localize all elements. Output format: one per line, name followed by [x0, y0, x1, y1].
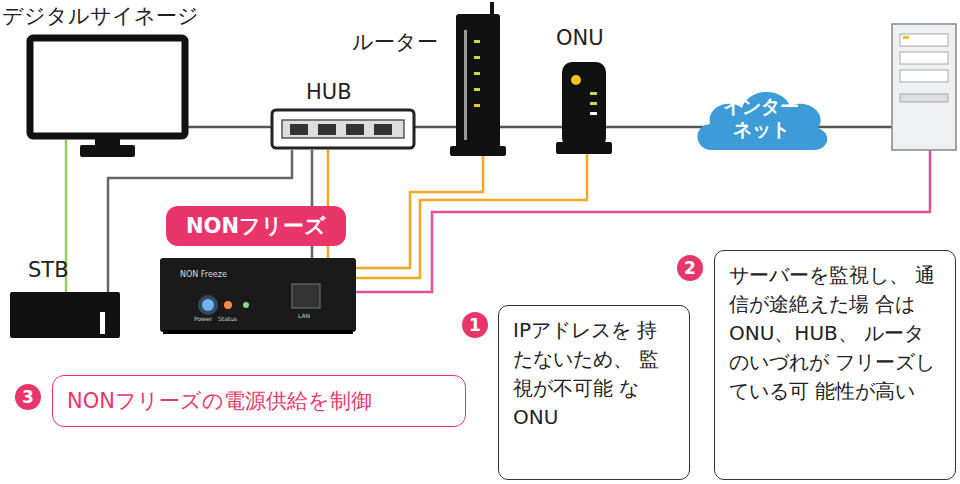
- device-label: STB: [28, 258, 69, 282]
- server-icon: [892, 24, 956, 150]
- device-label: ルーター: [352, 28, 438, 56]
- callout-number: 3: [22, 387, 34, 407]
- node-text: インターネット: [719, 95, 803, 141]
- node-text: IPアドレスを 持たないため、 監視が不可能 なONU: [513, 316, 675, 432]
- nonfreeze-device: [160, 258, 356, 334]
- callout-number: 1: [462, 312, 488, 338]
- onu-icon: [556, 62, 612, 154]
- device-print: LAN: [298, 312, 310, 319]
- node-text: サーバーを監視し、 通信が途絶えた場 合はONU、HUB、 ルータのいづれが フ…: [729, 261, 941, 406]
- device-label: デジタルサイネージ: [2, 2, 199, 30]
- power-cable: [355, 150, 587, 278]
- callout-number: 3: [15, 384, 41, 410]
- callout-box: IPアドレスを 持たないため、 監視が不可能 なONU: [498, 305, 690, 480]
- node-text: NONフリーズの電源供給を制御: [67, 387, 372, 415]
- device-print: Status: [218, 315, 237, 322]
- stb-icon: [10, 292, 120, 338]
- callout-number: 1: [469, 315, 481, 335]
- product-label: NONフリーズ: [166, 206, 346, 246]
- device-print: Power: [194, 315, 212, 322]
- callout-box: NONフリーズの電源供給を制御: [52, 375, 466, 427]
- monitor-icon: [30, 38, 185, 157]
- cloud-node: インターネット: [690, 84, 832, 152]
- device-label: HUB: [306, 80, 352, 104]
- node-text: NONフリーズ: [186, 212, 326, 240]
- callout-box: サーバーを監視し、 通信が途絶えた場 合はONU、HUB、 ルータのいづれが フ…: [714, 250, 956, 480]
- callout-number: 2: [677, 255, 703, 281]
- device-label: ONU: [556, 26, 604, 50]
- router-icon: [450, 2, 506, 156]
- device-print: NON Freeze: [180, 270, 227, 279]
- callout-number: 2: [684, 258, 696, 278]
- hub-icon: [272, 110, 414, 148]
